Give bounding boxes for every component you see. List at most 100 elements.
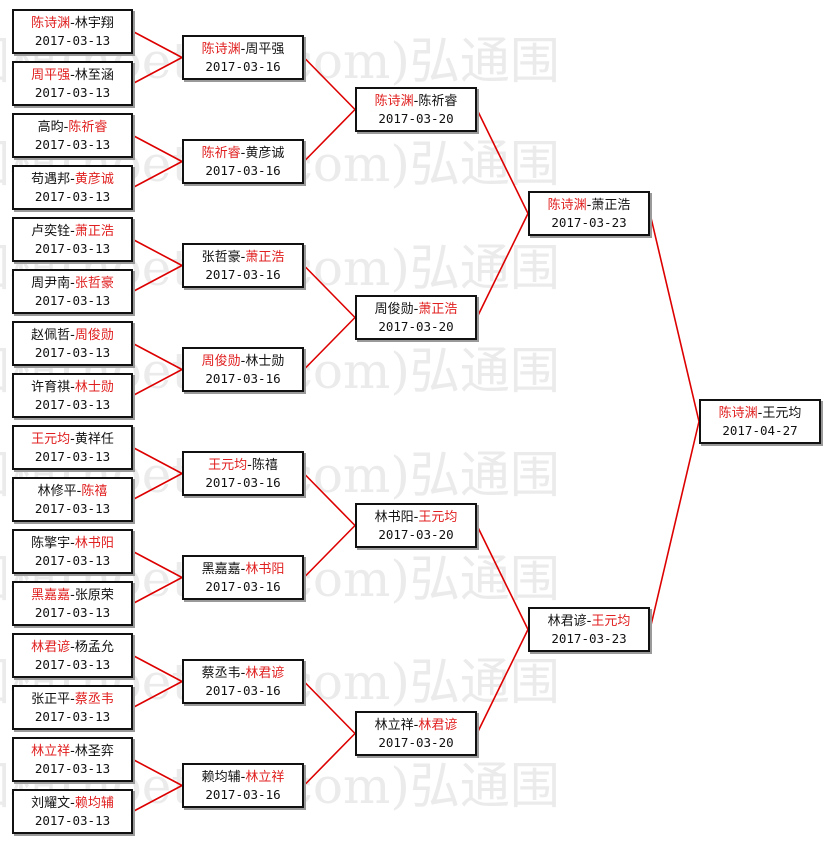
connector-line bbox=[303, 732, 356, 787]
player-1-name: 黑嘉嘉 bbox=[31, 588, 71, 603]
player-2-name: 林至涵 bbox=[74, 68, 114, 83]
versus-separator: - bbox=[70, 224, 75, 239]
player-2-name: 林书阳 bbox=[74, 536, 114, 551]
match-players: 陈诗渊-周平强 bbox=[184, 41, 302, 58]
versus-separator: - bbox=[70, 536, 75, 551]
match-date: 2017-03-20 bbox=[378, 735, 454, 750]
player-2-name: 萧正浩 bbox=[418, 302, 458, 317]
player-1-name: 陈祈睿 bbox=[201, 146, 241, 161]
match-box[interactable]: 黑嘉嘉-张原荣 2017-03-13 bbox=[12, 581, 133, 626]
player-1-name: 张哲豪 bbox=[201, 250, 241, 265]
versus-separator: - bbox=[70, 16, 75, 31]
connector-line bbox=[132, 446, 183, 475]
versus-separator: - bbox=[247, 458, 252, 473]
match-players: 刘耀文-赖均辅 bbox=[14, 795, 131, 812]
connector-line bbox=[303, 524, 356, 579]
versus-separator: - bbox=[70, 588, 75, 603]
connector-line bbox=[303, 264, 356, 319]
connector-line bbox=[132, 576, 183, 605]
match-players: 周尹南-张哲豪 bbox=[14, 275, 131, 292]
player-1-name: 陈诗渊 bbox=[201, 42, 241, 57]
connector-line bbox=[303, 680, 356, 735]
match-players: 陈擎宇-林书阳 bbox=[14, 535, 131, 552]
match-players: 苟遇邦-黄彦诚 bbox=[14, 171, 131, 188]
match-players: 林君谚-王元均 bbox=[530, 613, 648, 630]
match-date: 2017-03-23 bbox=[551, 215, 627, 230]
versus-separator: - bbox=[240, 666, 246, 681]
player-1-name: 王元均 bbox=[31, 432, 71, 447]
match-date: 2017-03-23 bbox=[551, 631, 627, 646]
match-date: 2017-03-13 bbox=[34, 345, 111, 360]
player-1-name: 黑嘉嘉 bbox=[201, 562, 241, 577]
versus-separator: - bbox=[586, 198, 592, 213]
player-1-name: 苟遇邦 bbox=[31, 172, 71, 187]
versus-separator: - bbox=[70, 68, 75, 83]
match-date: 2017-03-16 bbox=[205, 787, 281, 802]
player-2-name: 赖均辅 bbox=[74, 796, 114, 811]
player-2-name: 张原荣 bbox=[74, 588, 114, 603]
versus-separator: - bbox=[70, 640, 75, 655]
match-date: 2017-03-13 bbox=[34, 657, 111, 672]
player-1-name: 蔡丞韦 bbox=[201, 666, 241, 681]
connector-line bbox=[132, 238, 183, 267]
match-date: 2017-03-13 bbox=[34, 449, 111, 464]
versus-separator: - bbox=[240, 354, 246, 369]
connector-line bbox=[132, 550, 183, 579]
player-1-name: 周俊勋 bbox=[201, 354, 241, 369]
match-date: 2017-03-13 bbox=[34, 605, 111, 620]
versus-separator: - bbox=[413, 718, 419, 733]
player-1-name: 卢奕铨 bbox=[31, 224, 71, 239]
player-1-name: 张正平 bbox=[31, 692, 71, 707]
player-1-name: 林修平 bbox=[37, 484, 77, 499]
player-2-name: 陈祈睿 bbox=[68, 120, 108, 135]
match-date: 2017-03-20 bbox=[378, 319, 454, 334]
player-2-name: 王元均 bbox=[591, 614, 631, 629]
connector-line bbox=[132, 56, 183, 85]
match-date: 2017-03-13 bbox=[34, 709, 111, 724]
match-date: 2017-03-16 bbox=[205, 371, 281, 386]
player-1-name: 陈诗渊 bbox=[718, 406, 758, 421]
match-players: 陈诗渊-萧正浩 bbox=[530, 197, 648, 214]
versus-separator: - bbox=[586, 614, 592, 629]
match-players: 林立祥-林君谚 bbox=[357, 717, 475, 734]
connector-line bbox=[476, 109, 529, 214]
connector-line bbox=[132, 342, 183, 371]
match-players: 周俊勋-萧正浩 bbox=[357, 301, 475, 318]
player-2-name: 萧正浩 bbox=[591, 198, 631, 213]
player-1-name: 林君谚 bbox=[31, 640, 71, 655]
player-2-name: 陈禧 bbox=[81, 484, 108, 499]
versus-separator: - bbox=[240, 770, 246, 785]
match-date: 2017-03-16 bbox=[205, 59, 281, 74]
